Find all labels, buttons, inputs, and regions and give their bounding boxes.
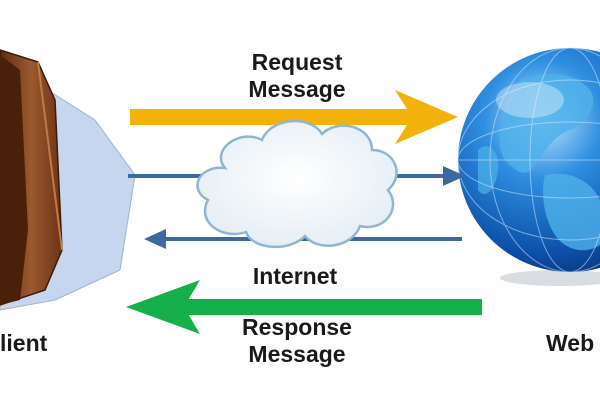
internet-label: Internet — [252, 263, 338, 289]
monitor-side — [0, 55, 28, 305]
globe-land-mass — [499, 74, 594, 173]
web-server-label: Web — [546, 330, 595, 356]
response-message-label: Response Message — [222, 314, 372, 368]
globe-highlight — [496, 82, 564, 118]
response-label-line2: Message — [248, 341, 346, 367]
request-label-line2: Message — [248, 76, 346, 102]
client-computer-icon — [0, 49, 136, 311]
cloud-icon — [196, 119, 398, 249]
globe-icon — [457, 47, 600, 286]
request-message-label: Request Message — [222, 49, 372, 103]
monitor-edge-line — [37, 61, 63, 251]
globe-land-mass-2 — [543, 173, 600, 251]
request-arrow — [130, 90, 458, 144]
globe-grid-lines — [457, 47, 600, 273]
globe-land-mass-3 — [478, 146, 499, 194]
globe-shadow — [500, 270, 600, 286]
response-label-line1: Response — [242, 314, 352, 340]
client-label: lient — [0, 330, 48, 356]
response-arrow — [126, 280, 482, 334]
request-label-line1: Request — [251, 49, 343, 75]
